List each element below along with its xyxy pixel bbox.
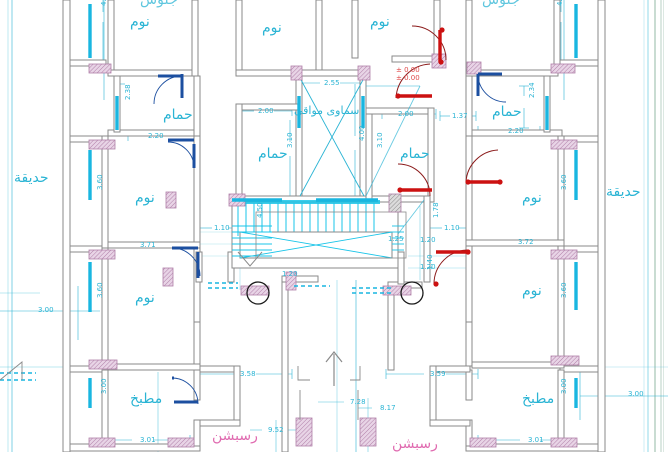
doors-blue (153, 72, 507, 405)
doors-red (395, 25, 503, 287)
columns (88, 53, 580, 448)
staircase (231, 200, 407, 269)
walls (62, 0, 606, 452)
manholes (246, 281, 424, 305)
corridor-detail (0, 361, 361, 420)
light-well-cross (299, 77, 425, 235)
manhole-icon (246, 281, 270, 305)
sheet-border (654, 0, 664, 452)
windows (88, 4, 578, 408)
manhole-icon (400, 281, 424, 305)
direction-arrow-icon (325, 351, 343, 386)
sliding-openings (0, 282, 392, 381)
